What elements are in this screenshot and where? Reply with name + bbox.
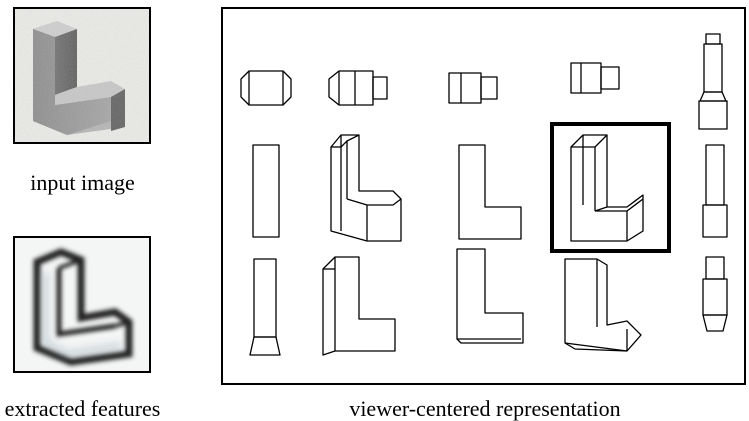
extracted-features-image [13, 236, 151, 373]
view-r2-c1 [252, 144, 280, 238]
view-r3-c5 [702, 256, 728, 332]
view-r1-c1 [240, 70, 292, 106]
view-r3-c1 [249, 258, 281, 356]
input-image [13, 7, 151, 144]
view-r2-c2 [330, 134, 402, 242]
view-r1-c2 [328, 70, 388, 106]
input-image-svg [15, 9, 149, 142]
view-r3-c4 [564, 258, 642, 352]
caption-extracted-features: extracted features [4, 396, 161, 421]
view-r3-c2 [322, 256, 396, 356]
selected-view-highlight [550, 122, 671, 253]
caption-viewer-centered-representation: viewer-centered representation [349, 396, 621, 421]
view-grid-svg [240, 33, 728, 356]
view-r1-c3 [448, 72, 498, 104]
view-r3-c3 [456, 248, 524, 344]
view-r1-c4 [570, 62, 620, 94]
viewer-centered-representation-frame [221, 7, 746, 385]
view-r2-c4 [570, 134, 644, 242]
caption-input-image: input image [30, 170, 135, 195]
view-r2-c5 [702, 144, 728, 238]
extracted-features-svg [15, 238, 149, 371]
view-r1-c5 [698, 33, 728, 130]
view-r2-c3 [458, 144, 522, 240]
